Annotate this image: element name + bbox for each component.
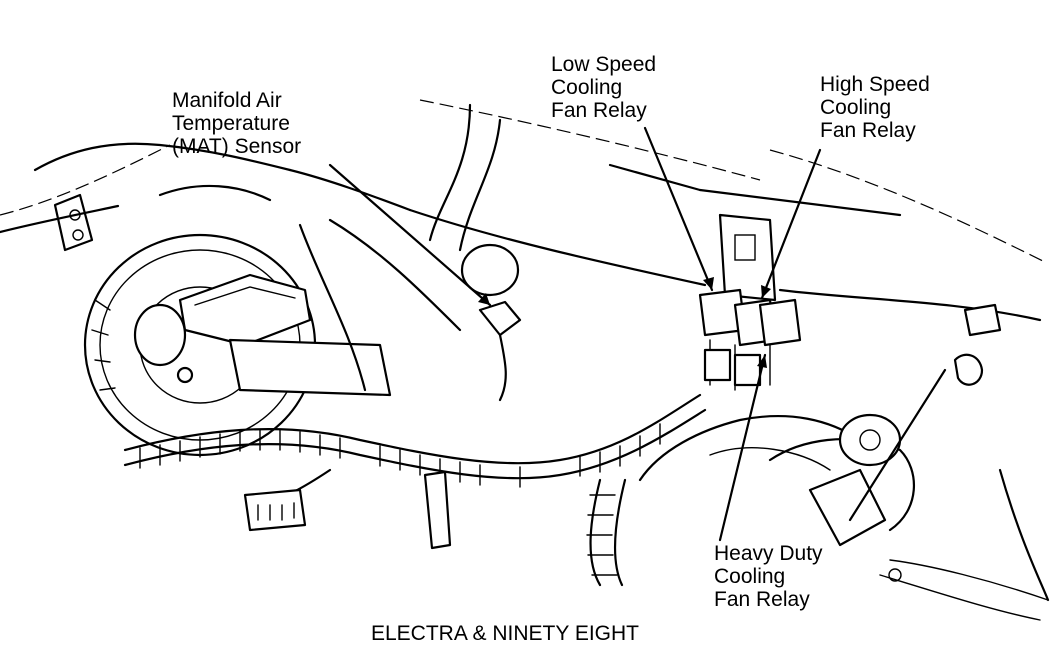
label-high-speed-line3: Fan Relay bbox=[820, 119, 916, 142]
low-speed-arrowhead bbox=[703, 277, 714, 290]
label-heavy-duty-line3: Fan Relay bbox=[714, 588, 810, 611]
wiring-harness bbox=[123, 393, 862, 587]
label-heavy-duty-line1: Heavy Duty bbox=[714, 542, 823, 565]
label-mat-sensor: Manifold Air Temperature (MAT) Sensor bbox=[172, 89, 301, 158]
label-high-speed-line2: Cooling bbox=[820, 96, 892, 119]
radiator-area bbox=[709, 303, 1002, 582]
label-mat-sensor-line2: Temperature bbox=[172, 112, 290, 135]
mat-sensor-leader bbox=[328, 163, 492, 307]
label-low-speed-relay: Low Speed Cooling Fan Relay bbox=[551, 53, 656, 122]
master-cylinder bbox=[133, 273, 392, 397]
connector bbox=[243, 488, 307, 532]
label-high-speed-line1: High Speed bbox=[820, 73, 930, 96]
strut-tower bbox=[298, 218, 522, 402]
label-low-speed-line2: Cooling bbox=[551, 76, 623, 99]
label-heavy-duty-line2: Cooling bbox=[714, 565, 786, 588]
label-mat-sensor-line3: (MAT) Sensor bbox=[172, 135, 302, 158]
label-heavy-duty-relay: Heavy Duty Cooling Fan Relay bbox=[714, 542, 823, 611]
heavy-duty-arrowhead bbox=[757, 355, 767, 368]
high-speed-arrowhead bbox=[761, 285, 771, 298]
label-high-speed-relay: High Speed Cooling Fan Relay bbox=[820, 73, 930, 142]
relay-bracket bbox=[698, 213, 802, 391]
label-mat-sensor-line1: Manifold Air bbox=[172, 89, 282, 112]
label-low-speed-line3: Fan Relay bbox=[551, 99, 647, 122]
mat-sensor-arrowhead bbox=[478, 293, 490, 305]
left-fender-details bbox=[53, 184, 272, 252]
leader-lines bbox=[328, 126, 947, 542]
high-speed-leader bbox=[760, 148, 822, 300]
figure-caption: ELECTRA & NINETY EIGHT bbox=[370, 622, 639, 645]
heavy-duty-leader bbox=[718, 353, 767, 542]
label-low-speed-line1: Low Speed bbox=[551, 53, 657, 76]
low-speed-leader bbox=[643, 126, 714, 292]
high-speed-relay-body bbox=[758, 298, 802, 347]
body-outline bbox=[0, 99, 1050, 621]
